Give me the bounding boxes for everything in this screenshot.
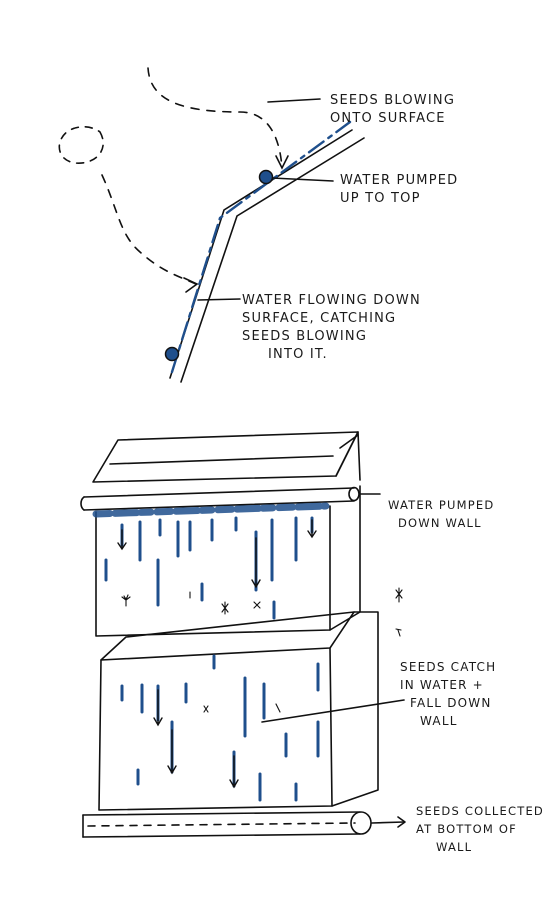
bottom-pump-icon — [164, 346, 180, 362]
label-seeds-collected: SEEDS COLLECTED AT BOTTOM OF WALL — [416, 802, 544, 856]
label-line: WATER PUMPED — [388, 498, 495, 512]
top-pump-icon — [258, 169, 274, 185]
label-line: SEEDS CATCH — [400, 660, 497, 674]
label-water-pumped-wall: WATER PUMPED DOWN WALL — [388, 496, 494, 532]
label-line: SEEDS BLOWING — [242, 329, 368, 344]
label-line: DOWN WALL — [398, 516, 482, 530]
label-water-flowing: WATER FLOWING DOWN SURFACE, CATCHING SEE… — [242, 292, 421, 364]
label-line: SURFACE, CATCHING — [242, 311, 397, 326]
label-line: SEEDS COLLECTED — [416, 804, 544, 818]
label-line: SEEDS BLOWING — [330, 93, 456, 108]
angled-surface-sketch — [58, 67, 365, 383]
label-line: WALL — [436, 840, 473, 854]
label-water-pumped-top: WATER PUMPED UP TO TOP — [340, 172, 458, 208]
drip-arrows — [117, 519, 317, 789]
seed-icons — [121, 587, 403, 713]
label-line: WATER PUMPED — [340, 173, 459, 188]
label-line: ONTO SURFACE — [330, 111, 446, 126]
label-line: AT BOTTOM OF — [416, 822, 517, 836]
wall-sketch — [80, 431, 406, 838]
label-seeds-blowing: SEEDS BLOWING ONTO SURFACE — [330, 92, 455, 128]
label-line: WALL — [420, 714, 458, 728]
label-line: FALL DOWN — [410, 696, 492, 710]
water-drips — [92, 502, 330, 802]
label-line: IN WATER + — [400, 678, 484, 692]
label-seeds-catch: SEEDS CATCH IN WATER + FALL DOWN WALL — [400, 658, 496, 730]
label-line: INTO IT. — [268, 347, 328, 362]
label-line: WATER FLOWING DOWN — [242, 293, 421, 308]
label-line: UP TO TOP — [340, 191, 421, 206]
